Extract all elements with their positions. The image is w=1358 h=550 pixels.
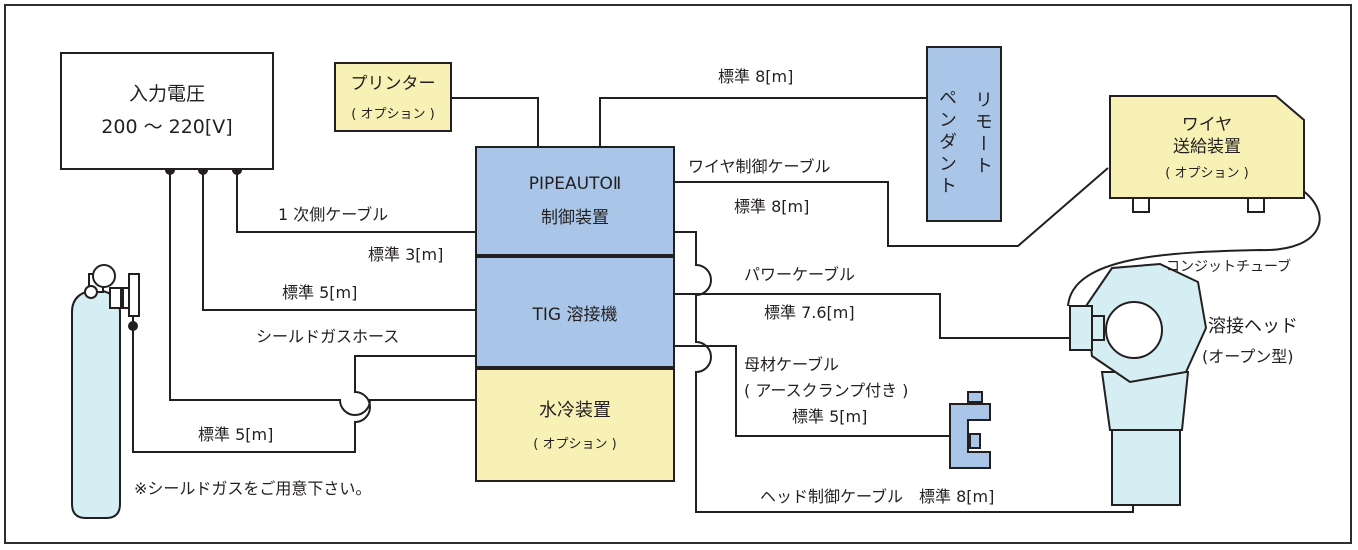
remote-sub: ペンダント [936,88,957,198]
printer-option: ( オプション ) [351,106,435,122]
gas-note: ※シールドガスをご用意下さい。 [134,479,372,498]
wire-feeder-box: ワイヤ 送給装置 ( オプション ) [1110,96,1304,198]
remote-cable [599,97,926,146]
wire-control-cable-label: ワイヤ制御ケーブル [688,157,831,176]
controller-box: PIPEAUTOⅡ 制御装置 [475,146,675,256]
wire-control-cable-length: 標準 8[m] [734,197,810,216]
head-control-cable-label: ヘッド制御ケーブル 標準 8[m] [760,487,995,506]
tig-box: TIG 溶接機 [475,256,675,368]
power-cable-length: 標準 7.6[m] [764,303,855,322]
tig-power-cable [202,170,475,311]
water-cooler-box: 水冷装置 ( オプション ) [475,368,675,482]
printer-box: プリンター ( オプション ) [334,62,452,132]
remote-cable-length: 標準 8[m] [718,67,794,86]
welding-head-icon [1069,262,1208,506]
water-cooler-option: ( オプション ) [533,436,617,452]
pressure-regulator-icon [84,264,140,317]
wire-feeder-option: ( オプション ) [1165,165,1249,181]
input-voltage-value: 200 ～ 220[V] [101,116,233,138]
gas-hose-label: シールドガスホース [256,327,400,346]
wire-control-cable [675,167,1109,247]
power-cable-label: パワーケーブル [744,265,856,284]
wire-feeder-sub: 送給装置 [1173,136,1241,157]
tig-cable-length: 標準 5[m] [282,283,358,302]
base-cable-length: 標準 5[m] [792,407,868,426]
controller-title: PIPEAUTOⅡ [528,174,622,194]
conduit-tube [1067,185,1321,307]
head-control-cable [675,231,1134,513]
primary-cable-length: 標準 3[m] [368,245,444,264]
power-cable [675,293,1072,339]
tig-title: TIG 溶接機 [532,304,618,325]
primary-cable [236,170,475,233]
base-cable [675,345,950,437]
remote-title: リモート [972,90,993,178]
welding-head-type: (オープン型) [1202,347,1294,366]
controller-sub: 制御装置 [541,208,609,228]
printer-cable [452,97,539,146]
conduit-tube-label: コンジットチューブ [1166,259,1292,275]
wire-feeder-shape [1109,95,1305,213]
wire-feeder-title: ワイヤ [1181,114,1233,135]
input-voltage-box: 入力電圧 200 ～ 220[V] [60,52,274,170]
welding-head-label: 溶接ヘッド [1208,316,1298,337]
base-cable-label: 母材ケーブル [744,355,840,374]
primary-cable-label: 1 次側ケーブル [278,205,389,224]
printer-title: プリンター [350,73,436,94]
input-voltage-title: 入力電圧 [128,83,205,105]
base-cable-clamp: ( アースクランプ付き ) [744,381,909,400]
gas-hose-length: 標準 5[m] [198,425,274,444]
gas-cylinder-icon [71,273,121,519]
gas-hose [132,312,475,453]
remote-pendant-box: リモート ペンダント [926,46,1002,222]
water-cooler-title: 水冷装置 [539,399,611,421]
ground-clamp-icon [949,391,991,469]
